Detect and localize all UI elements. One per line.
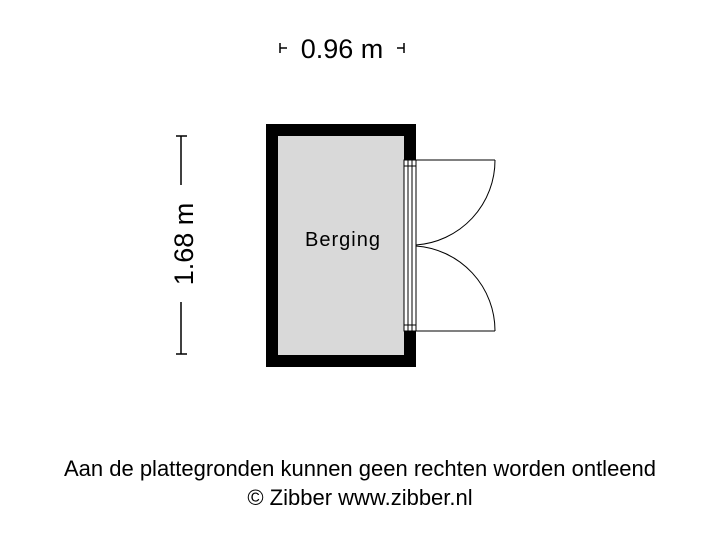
floor-plan: 0.96 m 1.68 m Berging (169, 34, 496, 367)
height-dimension-label: 1.68 m (169, 203, 199, 286)
wall-left (266, 124, 278, 367)
wall-bottom (266, 355, 416, 367)
width-dimension: 0.96 m (279, 34, 405, 64)
width-dimension-label: 0.96 m (301, 34, 384, 64)
wall-top (266, 124, 416, 136)
room-floor (266, 124, 416, 367)
disclaimer-text: Aan de plattegronden kunnen geen rechten… (63, 456, 657, 481)
wall-right-upper (404, 124, 416, 160)
wall-right-lower (404, 331, 416, 367)
copyright-text: © Zibber www.zibber.nl (247, 485, 473, 510)
double-door (415, 159, 496, 332)
height-dimension: 1.68 m (169, 135, 199, 355)
door-frame (403, 159, 417, 332)
room-berging: Berging (266, 124, 496, 367)
room-label: Berging (305, 229, 381, 251)
